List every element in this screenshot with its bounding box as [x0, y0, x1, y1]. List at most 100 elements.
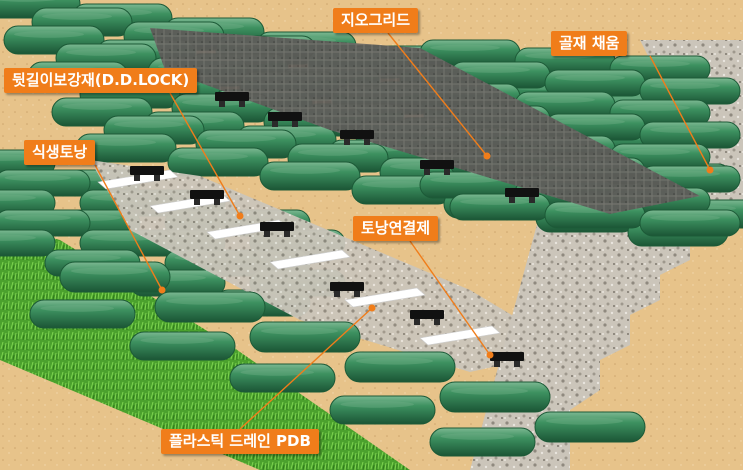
sandbag-sheen: [546, 417, 623, 425]
sandbag-sheen: [650, 126, 720, 133]
connector-leg: [509, 197, 515, 203]
leader-dot: [486, 351, 494, 359]
connector-plate: [130, 166, 164, 175]
connector-leg: [334, 291, 340, 297]
sandbag-sheen: [460, 198, 530, 205]
connector-leg: [214, 199, 220, 205]
connector-leg: [494, 361, 500, 367]
sandbag-sheen: [650, 82, 720, 89]
connector-leg: [514, 361, 520, 367]
connector-leg: [434, 319, 440, 325]
sandbag-sheen: [62, 103, 132, 110]
sandbag-sheen: [620, 104, 690, 111]
sandbag: [0, 229, 56, 257]
connector-plate: [215, 92, 249, 101]
sandbag: [329, 395, 436, 425]
leader-line: [649, 55, 711, 171]
sandbag-sheen: [42, 13, 112, 20]
sandbag-sheen: [0, 234, 36, 241]
connector-leg: [424, 169, 430, 175]
connector-leg: [239, 101, 245, 107]
sandbag-sheen: [298, 149, 368, 156]
connector-leg: [272, 121, 278, 127]
sandbag-sheen: [430, 44, 500, 51]
gravel-layer: [90, 160, 570, 372]
sandbag: [344, 351, 456, 383]
connector-plate: [330, 282, 364, 291]
connector-plate: [190, 190, 224, 199]
sandbag-sheen: [4, 174, 71, 181]
connector-leg: [364, 139, 370, 145]
sandbag-sheen: [356, 357, 433, 365]
label-geogrid: 지오그리드: [333, 8, 419, 33]
sandbag: [429, 427, 536, 457]
leader-dot: [706, 166, 714, 174]
sandbag-sheen: [178, 153, 248, 160]
sandbag-sheen: [340, 401, 414, 408]
leader-line: [387, 32, 488, 157]
connector-plate: [420, 160, 454, 169]
sandbag-sheen: [555, 118, 625, 125]
leader-dot: [368, 304, 376, 312]
connector-leg: [134, 175, 140, 181]
sandbag: [59, 261, 171, 293]
connector-plate: [260, 222, 294, 231]
connector-leg: [354, 291, 360, 297]
sandbag: [129, 331, 236, 361]
sandbag-sheen: [650, 170, 720, 177]
connector-plate: [340, 130, 374, 139]
sandbag: [167, 147, 269, 177]
sandbag: [259, 161, 361, 191]
connector-leg: [264, 231, 270, 237]
sandbag-sheen: [460, 66, 530, 73]
sandbag-sheen: [0, 0, 56, 2]
sandbag-sheen: [650, 214, 720, 221]
sandbag: [639, 209, 741, 237]
leader-line: [239, 307, 373, 430]
sandbag-sheen: [54, 254, 121, 261]
leader-dot: [158, 286, 166, 294]
sandbag-sheen: [40, 305, 114, 312]
connector-leg: [194, 199, 200, 205]
connector-leg: [292, 121, 298, 127]
sandbag-sheen: [140, 337, 214, 344]
connector-leg: [344, 139, 350, 145]
sandbag-sheen: [620, 148, 690, 155]
leader-line: [94, 164, 163, 291]
label-bag-connector: 토낭연결제: [353, 216, 439, 241]
sandbag-sheen: [620, 60, 690, 67]
sandbag-sheen: [114, 121, 184, 128]
leader-lines: [94, 32, 714, 430]
front-bag-row: [29, 261, 646, 457]
leader-line: [169, 92, 241, 217]
connector-plate: [490, 352, 524, 361]
sandbag-sheen: [451, 387, 528, 395]
label-plastic-drain: 플라스틱 드레인 PDB: [161, 429, 319, 454]
sandbag: [154, 291, 266, 323]
sandbag-sheen: [86, 139, 156, 146]
sandbag-sheen: [66, 49, 136, 56]
sandbag-sheen: [14, 31, 84, 38]
label-aggregate-fill: 골재 채움: [551, 31, 628, 56]
leader-dot: [236, 212, 244, 220]
label-rear-reinforcement: 뒷길이보강재(D.D.LOCK): [4, 68, 198, 93]
sandbag-sheen: [166, 297, 243, 305]
label-vegetation-bag: 식생토낭: [24, 140, 96, 165]
sandbag: [29, 299, 136, 329]
sandbag-sheen: [240, 369, 314, 376]
connector-leg: [219, 101, 225, 107]
sandbag-sheen: [440, 433, 514, 440]
sandbag-sheen: [89, 234, 156, 241]
connector-leg: [154, 175, 160, 181]
drain-strip: [344, 287, 426, 308]
bag-connectors: [130, 92, 539, 367]
connector-plate: [268, 112, 302, 121]
sandbag-sheen: [525, 96, 595, 103]
connector-plate: [410, 310, 444, 319]
sandbag: [439, 381, 551, 413]
leader-line: [409, 240, 491, 356]
sandbag-sheen: [362, 181, 432, 188]
drain-strip: [419, 325, 501, 346]
sandbag-sheen: [430, 176, 500, 183]
